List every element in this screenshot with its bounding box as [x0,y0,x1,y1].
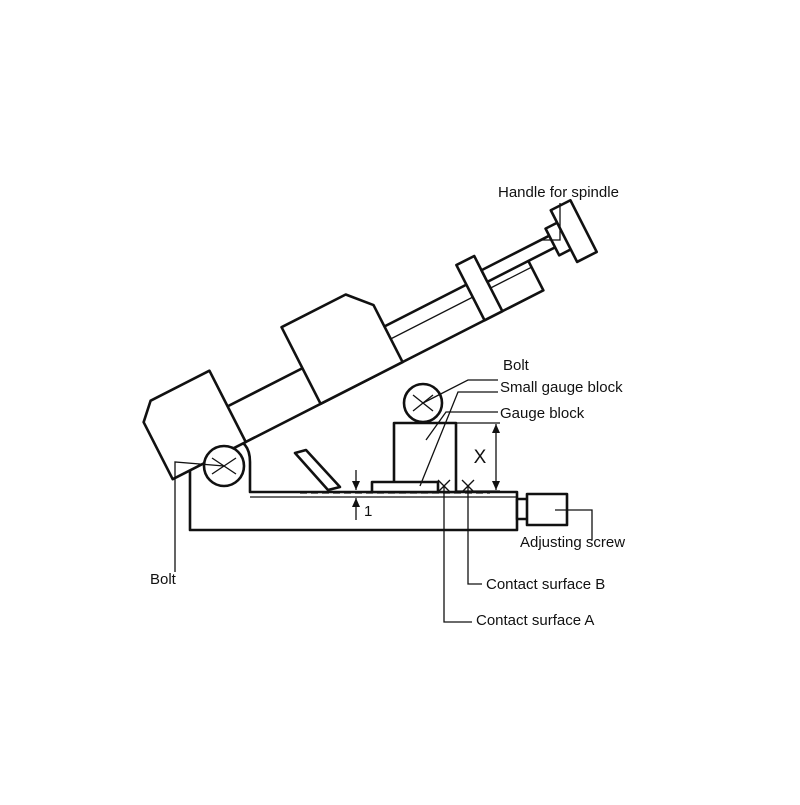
x-dim-arrow-bottom [492,481,500,490]
small-gauge-block [370,480,440,494]
leader-small-gauge-block [419,391,498,487]
one-dim-arrow-down [352,481,360,490]
label-gauge-block: Gauge block [500,405,585,422]
leader-bolt-top [422,379,498,404]
label-contact-surface-b: Contact surface B [486,576,605,593]
leader-adjusting-screw [555,509,593,540]
leader-handle [540,203,561,241]
tilted-vise-assembly [142,198,599,481]
leader-contact-a [443,486,472,623]
label-handle-for-spindle: Handle for spindle [498,184,619,201]
one-dimension-label: 1 [364,503,372,520]
support-strut [293,448,342,492]
x-dim-arrow-top [492,424,500,433]
leader-bolt-left [174,461,225,572]
movable-jaw [280,293,404,406]
one-dim-arrow-up [352,498,360,507]
leader-gauge-block [425,411,498,441]
x-dimension-label: X [474,447,487,468]
label-contact-surface-a: Contact surface A [476,612,594,629]
label-small-gauge-block: Small gauge block [500,379,623,396]
label-adjusting-screw: Adjusting screw [520,534,625,551]
leader-contact-b [467,486,482,585]
label-bolt-left: Bolt [150,571,177,588]
label-bolt-top: Bolt [503,357,530,374]
spindle-support [455,254,504,322]
